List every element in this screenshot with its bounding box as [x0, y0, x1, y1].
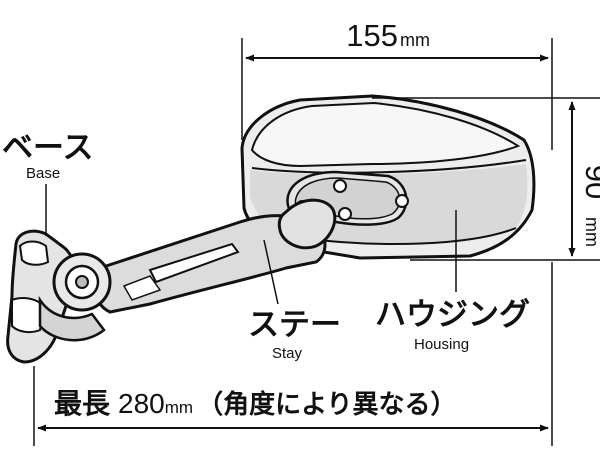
dimension-width: 155 mm: [241, 18, 553, 150]
mirror-stay: [92, 198, 337, 314]
width-value: 155: [346, 18, 398, 53]
base-label-jp: ベース: [2, 130, 93, 166]
width-unit: mm: [400, 30, 430, 50]
dimension-height: 90 mm: [372, 97, 600, 261]
stay-label-en: Stay: [272, 345, 303, 362]
height-unit: mm: [582, 217, 600, 247]
label-base: ベース Base: [2, 130, 93, 236]
label-stay: ステー Stay: [248, 239, 341, 362]
mirror-base: [6, 229, 112, 364]
bolt-icon: [338, 207, 352, 221]
housing-label-en: Housing: [414, 336, 469, 353]
housing-label-jp: ハウジング: [375, 297, 530, 333]
stay-label-jp: ステー: [248, 307, 341, 343]
label-housing: ハウジング Housing: [375, 210, 530, 353]
bolt-icon: [395, 194, 409, 208]
base-label-en: Base: [26, 165, 60, 182]
bolt-icon: [333, 179, 347, 193]
height-value: 90: [579, 165, 600, 199]
